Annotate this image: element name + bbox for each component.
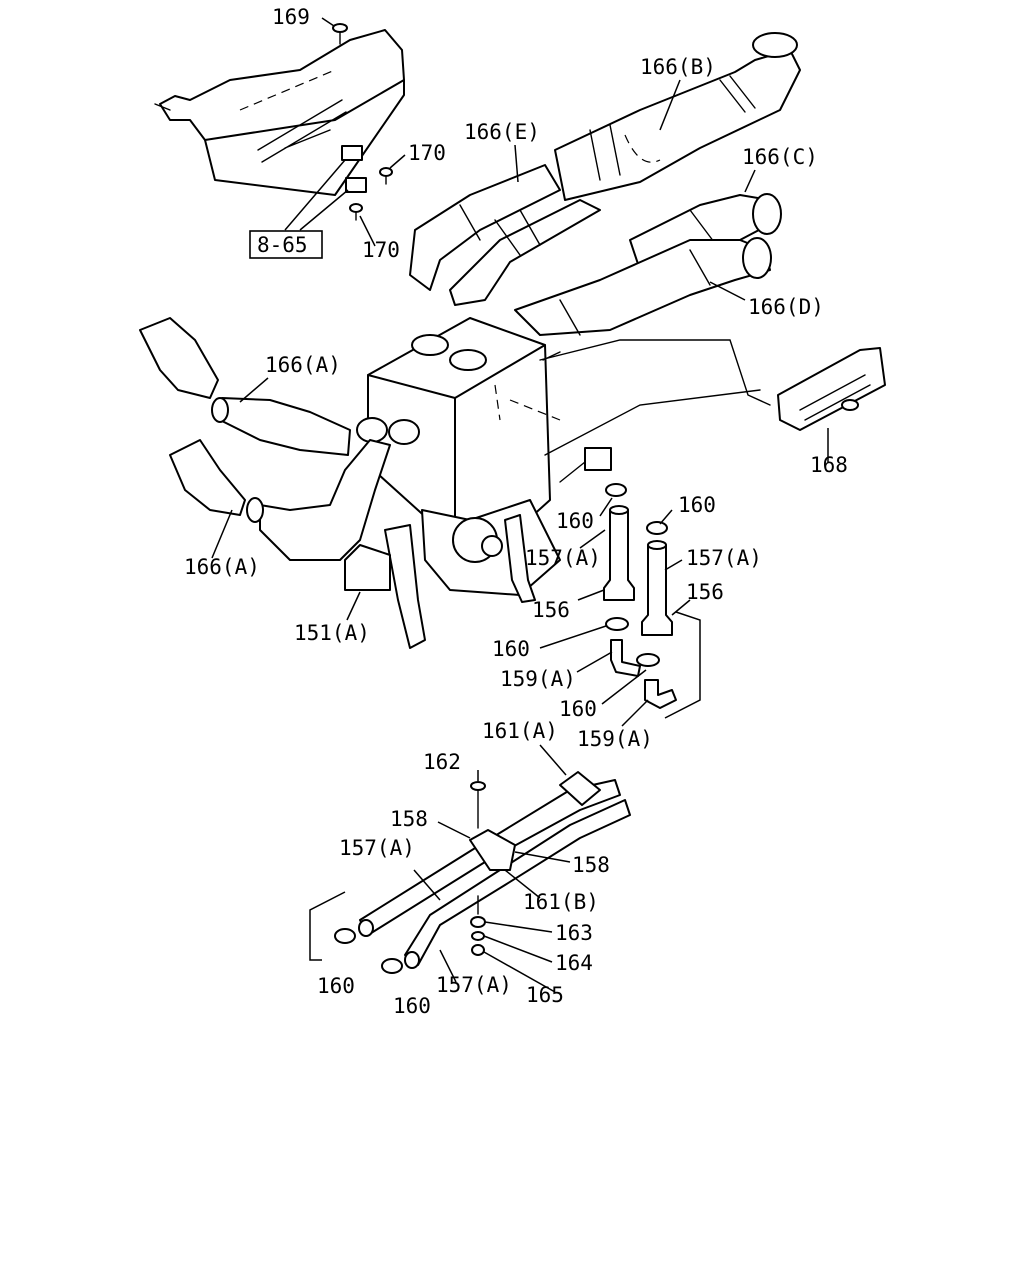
callout-157a-a: 157(A) — [525, 546, 601, 570]
callout-164: 164 — [555, 951, 593, 975]
callout-169: 169 — [272, 5, 310, 29]
callout-161b: 161(B) — [523, 890, 599, 914]
leader-lines — [211, 17, 829, 993]
wire-connector — [559, 447, 612, 483]
callout-161a: 161(A) — [482, 719, 558, 743]
hose-166-d — [514, 237, 772, 336]
hose-166-e — [409, 164, 601, 306]
callout-160-e: 160 — [317, 974, 355, 998]
callout-166a-upper: 166(A) — [265, 353, 341, 377]
callout-166a-lower: 166(A) — [184, 555, 260, 579]
callout-166e: 166(E) — [464, 120, 540, 144]
callout-166c: 166(C) — [742, 145, 818, 169]
screw-169 — [332, 23, 348, 45]
callout-162: 162 — [423, 750, 461, 774]
callout-159a-b: 159(A) — [577, 727, 653, 751]
callout-ref-8-65: 8-65 — [257, 233, 308, 257]
callout-159a-a: 159(A) — [500, 667, 576, 691]
callout-160-b: 160 — [678, 493, 716, 517]
callout-157a-c: 157(A) — [339, 836, 415, 860]
callout-158-b: 158 — [572, 853, 610, 877]
callout-157a-b: 157(A) — [686, 546, 762, 570]
callout-160-c: 160 — [492, 637, 530, 661]
callout-165: 165 — [526, 983, 564, 1007]
hose-166-b — [554, 32, 801, 201]
callout-151a: 151(A) — [294, 621, 370, 645]
callout-157a-d: 157(A) — [436, 973, 512, 997]
callout-166b: 166(B) — [640, 55, 716, 79]
controller-168 — [539, 339, 886, 456]
hose-166-a-lower — [169, 439, 391, 561]
hose-166-a-upper — [139, 317, 351, 456]
callout-170-lower: 170 — [362, 238, 400, 262]
callout-160-d: 160 — [559, 697, 597, 721]
callout-156-a: 156 — [532, 598, 570, 622]
front-duct-assembly — [154, 29, 405, 196]
pipe-157a-right — [636, 521, 677, 709]
callout-163: 163 — [555, 921, 593, 945]
lower-pipe-assembly — [358, 771, 631, 969]
pipe-157a-left — [603, 483, 641, 677]
callout-160-f: 160 — [393, 994, 431, 1018]
reference-box-8-65 — [249, 230, 323, 259]
clip-170-upper — [341, 145, 393, 185]
callout-168: 168 — [810, 453, 848, 477]
clip-170-lower — [345, 177, 367, 221]
callout-156-b: 156 — [686, 580, 724, 604]
clamp-160-lower — [309, 891, 403, 974]
callout-170-upper: 170 — [408, 141, 446, 165]
callout-160-a: 160 — [556, 509, 594, 533]
callout-158-a: 158 — [390, 807, 428, 831]
callout-166d: 166(D) — [748, 295, 824, 319]
heater-unit-151a — [344, 317, 561, 649]
